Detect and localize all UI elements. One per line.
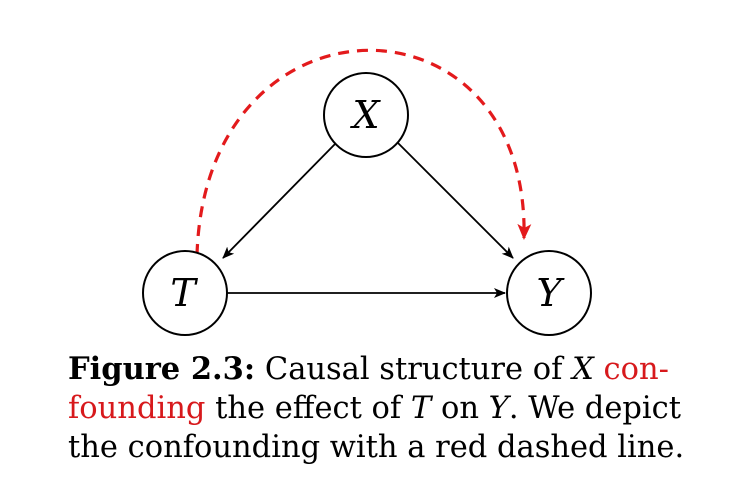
figure-label: Figure 2.3:: [68, 351, 256, 387]
node-x-label: X: [349, 93, 381, 137]
caption-text: Causal structure of: [264, 352, 563, 387]
confounding-edge-t-to-y: [195, 48, 532, 256]
edge-x-to-t: [222, 142, 337, 259]
figure-caption: Figure 2.3: Causal structure of X con- f…: [68, 350, 685, 467]
node-t: T: [142, 250, 228, 336]
caption-var-x: X: [572, 352, 594, 387]
caption-var-y: Y: [488, 391, 509, 426]
node-t-label: T: [170, 271, 198, 315]
node-y-label: Y: [536, 271, 565, 315]
caption-highlight-confounding-2: founding: [68, 391, 206, 426]
caption-line-2: founding the effect of T on Y. We depict: [68, 389, 682, 428]
caption-highlight-confounding-1: con-: [603, 352, 669, 387]
caption-text: the effect of: [215, 391, 402, 426]
causal-diagram: X T Y: [142, 48, 592, 336]
node-y: Y: [506, 250, 592, 336]
node-x: X: [323, 72, 409, 158]
caption-var-t: T: [410, 391, 432, 426]
caption-line-1: Figure 2.3: Causal structure of X con-: [68, 350, 680, 389]
edge-x-to-y: [397, 142, 514, 259]
caption-line-3: the confounding with a red dashed line.: [68, 430, 685, 465]
caption-text: on: [440, 391, 479, 426]
caption-text: . We depict: [508, 391, 682, 426]
